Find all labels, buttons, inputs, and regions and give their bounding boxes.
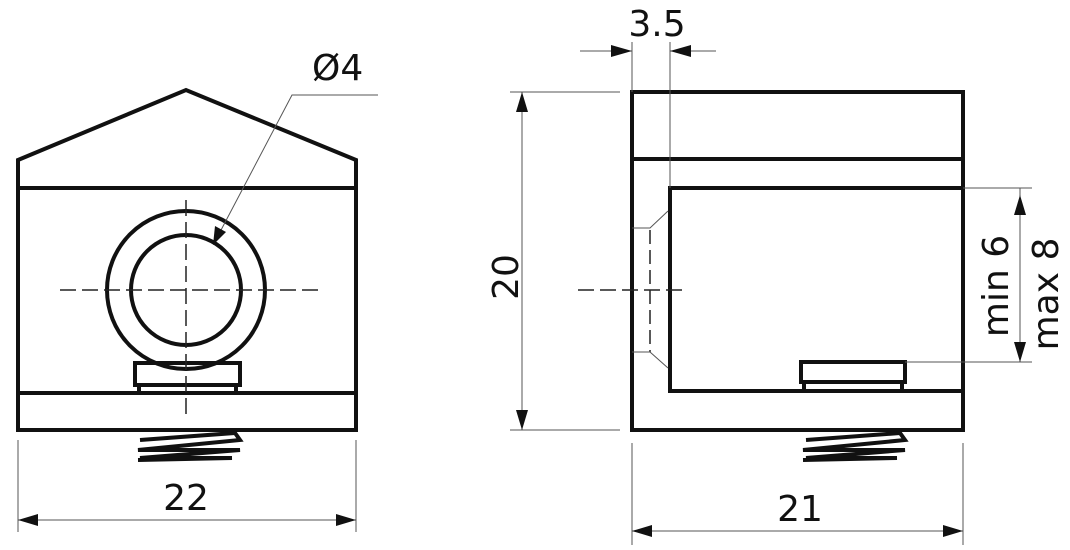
- width-label-22: 22: [163, 478, 209, 519]
- diameter-leader: [219, 94, 378, 233]
- front-body-outline: [16, 87, 358, 432]
- dim22-arrow-left: [18, 514, 38, 526]
- gap-max-label: max 8: [1026, 238, 1067, 351]
- diameter-arrow: [213, 226, 226, 245]
- front-nut: [133, 361, 242, 387]
- front-bottom-band: [16, 391, 358, 432]
- dim20-arrow-bottom: [516, 410, 528, 430]
- height-label-20: 20: [486, 254, 527, 300]
- countersink-hidden: [632, 210, 669, 369]
- side-view: 3.5 20 min 6 max 8 21: [486, 4, 1067, 545]
- front-screw: [137, 430, 244, 462]
- gap-arrow-top: [1014, 195, 1026, 215]
- dim21-arrow-left: [632, 525, 652, 537]
- width-label-21: 21: [777, 489, 823, 530]
- diameter-label: Ø4: [312, 48, 363, 89]
- dim22-arrow-right: [336, 514, 356, 526]
- gap-arrow-bottom: [1014, 342, 1026, 362]
- dim21-arrow-right: [943, 525, 963, 537]
- dim35-arrow-right: [670, 45, 691, 57]
- side-screw: [802, 430, 909, 462]
- dim20-arrow-top: [516, 92, 528, 112]
- side-nut-base: [802, 380, 904, 393]
- dim35-arrow-left: [611, 45, 632, 57]
- front-view: Ø4 22: [16, 48, 378, 532]
- front-nut-base: [137, 383, 238, 395]
- gap-min-label: min 6: [976, 235, 1017, 337]
- offset-label-3.5: 3.5: [628, 4, 685, 45]
- side-nut: [799, 360, 907, 384]
- side-body-outline: [630, 90, 965, 432]
